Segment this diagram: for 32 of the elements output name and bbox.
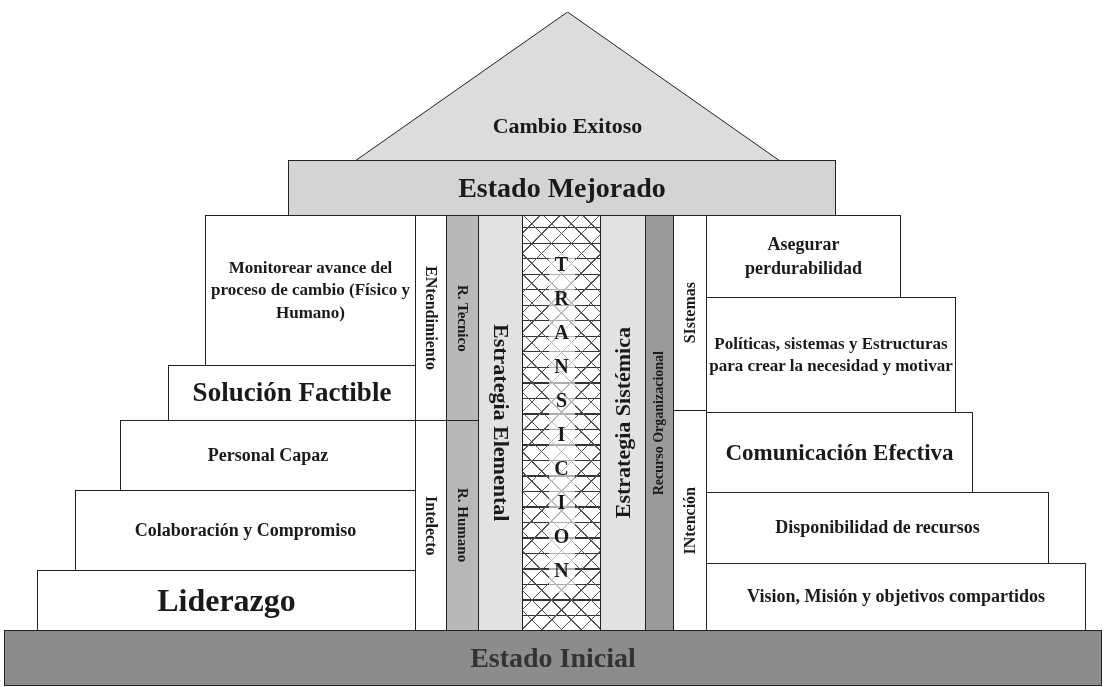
step-label: Monitorear avance del proceso de cambio (Físico y Humano): [210, 257, 411, 324]
step-label: Disponibilidad de recursos: [775, 516, 980, 540]
step-box: [288, 160, 836, 216]
step-label: Estado Mejorado: [458, 170, 666, 205]
column-label: TRANSICION: [548, 253, 575, 593]
step-label: Colaboración y Compromiso: [134, 518, 357, 542]
pillar-column: [645, 215, 674, 631]
column-label: Estrategia Sistémica: [608, 327, 636, 519]
column-label: R. Humano: [454, 488, 473, 563]
column-label: SIstemas: [679, 282, 699, 344]
column-label: ENtendimiento: [422, 266, 442, 370]
pillar-column: [478, 215, 523, 631]
pillar-column: [522, 215, 601, 631]
pillar-column: [600, 215, 646, 631]
step-box: [4, 630, 1102, 686]
step-label: Vision, Misión y objetivos compartidos: [747, 585, 1045, 609]
column-label: Estrategia Elemental: [487, 324, 515, 522]
step-label: Liderazgo: [157, 580, 296, 620]
step-box: [706, 297, 956, 413]
step-label: Personal Capaz: [207, 443, 329, 467]
column-label: INtención: [679, 486, 699, 555]
step-label: Comunicación Efectiva: [725, 438, 954, 467]
column-label: Recurso Organizacional: [650, 350, 668, 496]
column-label: R. Tecnico: [454, 284, 473, 352]
step-label: Estado Inicial: [470, 640, 636, 675]
pillar-column: [446, 215, 479, 421]
step-label: Solución Factible: [192, 376, 392, 410]
column-label: Intelecto: [422, 495, 442, 556]
step-label: Asegurar perdurabilidad: [743, 233, 863, 280]
pillar-column: [446, 420, 479, 631]
step-label: Cambio Exitoso: [492, 112, 643, 141]
step-label: Políticas, sistemas y Estructuras para crear la necesidad y motivar: [708, 332, 954, 377]
